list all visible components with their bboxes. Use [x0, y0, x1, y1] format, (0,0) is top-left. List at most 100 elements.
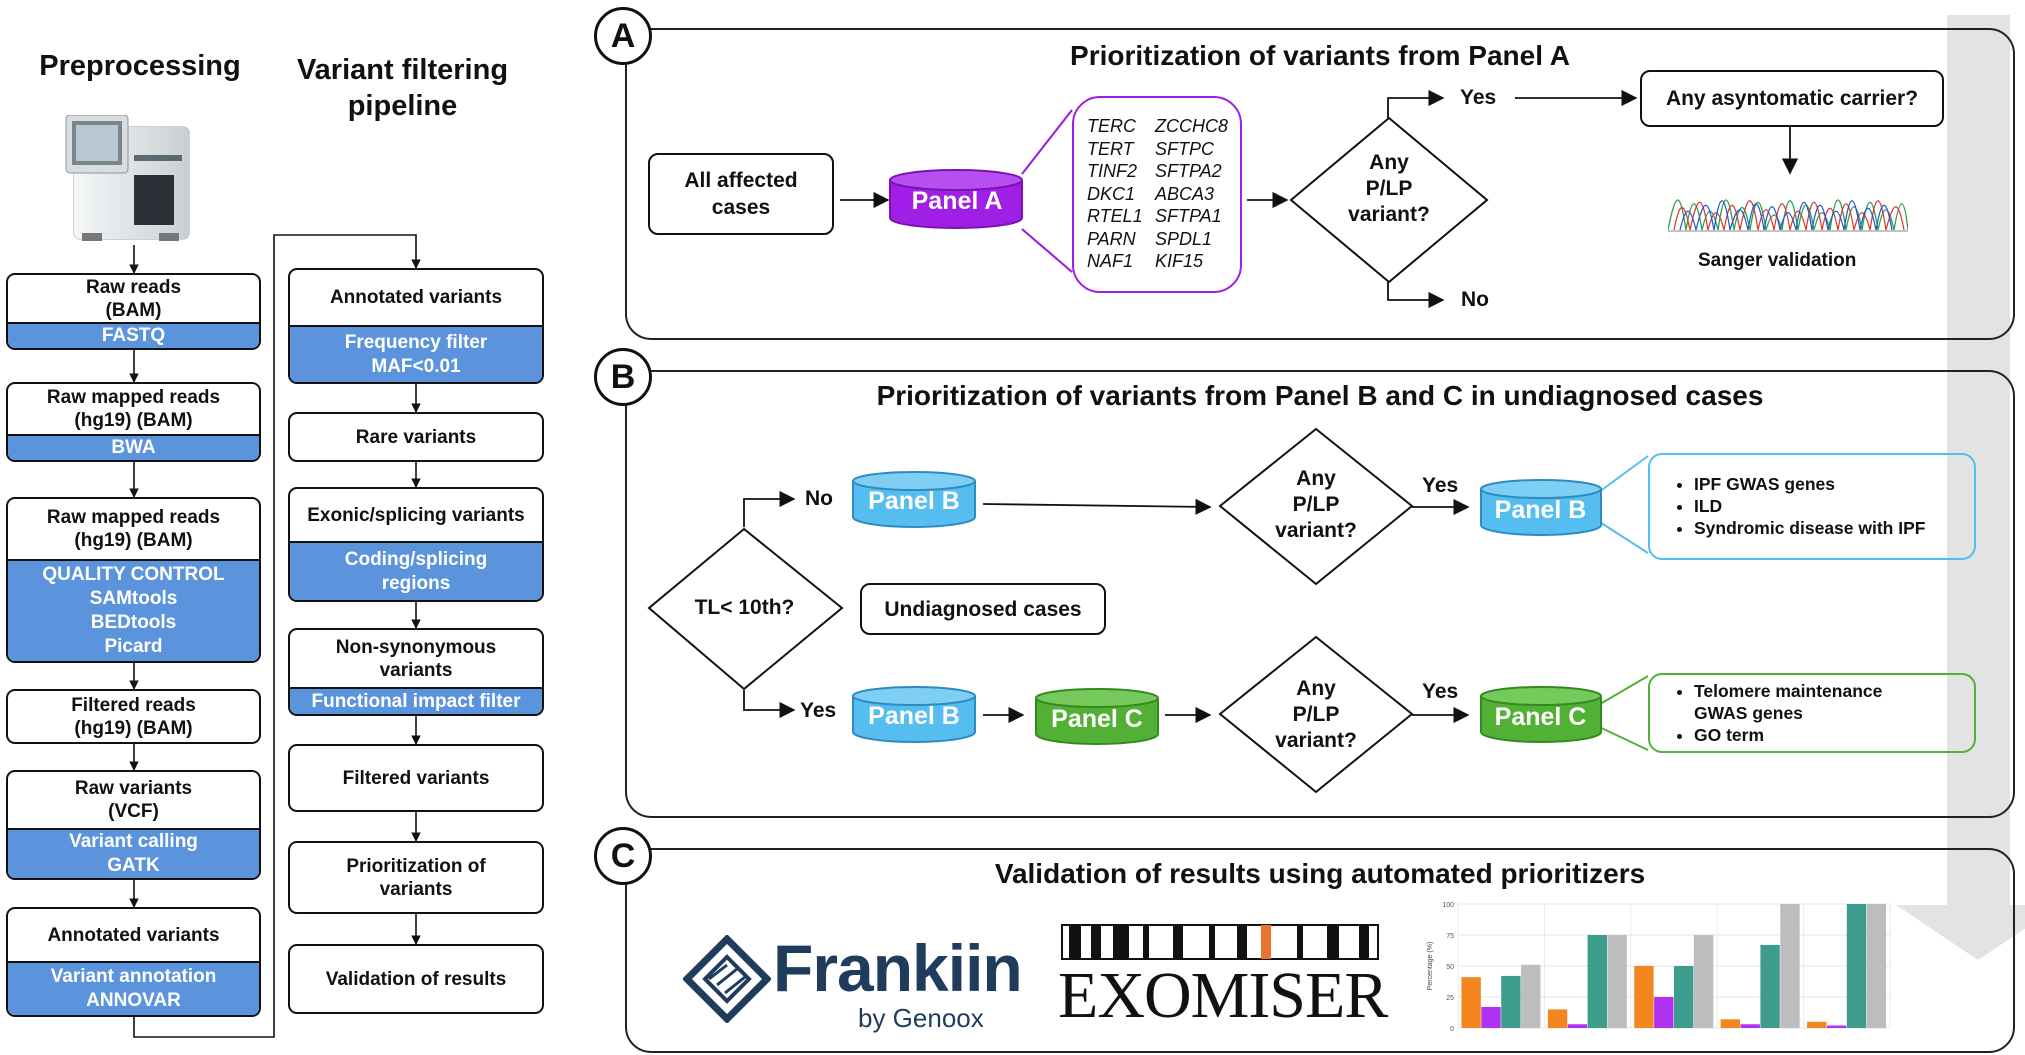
panel-a-letter: A: [594, 7, 652, 65]
chart-bar: [1587, 935, 1607, 1028]
panel-b-decision-diamond-bottom: [1218, 635, 1414, 794]
panel-a-yes-label: Yes: [1460, 86, 1497, 109]
chart-bar: [1720, 1019, 1741, 1028]
franklin-tagline: by Genoox: [858, 1003, 984, 1033]
filter-step-rare-variants: Rare variants: [288, 412, 544, 462]
panel-a-decision-diamond: [1289, 116, 1489, 284]
exomiser-wordmark: EXOMISER: [1058, 959, 1388, 1032]
chart-ylabel: Percentage (%): [1427, 942, 1434, 991]
filter-step-filtered-variants: Filtered variants: [288, 744, 544, 812]
list-item: Telomere maintenance GWAS genes: [1694, 680, 1888, 724]
franklin-logo-icon: [683, 935, 771, 1023]
chart-bar: [1693, 935, 1714, 1028]
panel-b-gene-categories-list: IPF GWAS genes ILD Syndromic disease wit…: [1668, 473, 1968, 539]
chart-bar: [1807, 1021, 1827, 1028]
chart-tick-label: 100: [1442, 902, 1454, 909]
chart-tick-label: 75: [1446, 933, 1454, 940]
panel-a-frame: [625, 28, 2015, 340]
chart-bar: [1634, 966, 1654, 1028]
pre-step-raw-mapped-bwa: Raw mapped reads(hg19) (BAM) BWA: [6, 382, 261, 462]
chart-bar: [1654, 997, 1674, 1028]
panel-b-yes-label: Yes: [800, 699, 837, 722]
pipeline-title-line1: Variant filtering: [296, 54, 509, 86]
panel-c-title: Validation of results using automated pr…: [994, 858, 1646, 889]
list-item: ILD: [1694, 495, 1968, 517]
chart-bar: [1846, 904, 1867, 1028]
panel-c-gene-categories-box: [1648, 673, 1976, 753]
panel-c-cylinder-right: [1480, 686, 1602, 743]
chart-bar: [1826, 1025, 1847, 1028]
chart-bar: [1674, 966, 1694, 1028]
sequencer-icon: [65, 115, 190, 241]
panel-c-cylinder-middle: [1035, 688, 1159, 745]
panel-b-decision-diamond-top: [1218, 427, 1414, 586]
chart-bar: [1760, 944, 1780, 1028]
list-item: Syndromic disease with IPF: [1694, 517, 1968, 539]
panel-b-cylinder-top: [852, 471, 976, 528]
list-item: IPF GWAS genes: [1694, 473, 1968, 495]
chart-bar: [1607, 935, 1627, 1028]
chart-bar: [1501, 975, 1521, 1028]
panel-b-label-bottom: Panel B: [868, 702, 960, 730]
tl-decision-diamond: [647, 527, 844, 691]
panel-a-title: Prioritization of variants from Panel A: [1070, 40, 1570, 71]
tl-decision-text: TL< 10th?: [694, 596, 795, 619]
filter-step-exonic-splicing: Exonic/splicing variants Coding/splicing…: [288, 487, 544, 602]
background-grey-arrow: [1896, 15, 2025, 960]
panel-b-title: Prioritization of variants from Panel B …: [876, 380, 1764, 411]
panel-c-frame: [625, 848, 2015, 1053]
panel-c-letter: C: [594, 827, 652, 885]
panel-b-frame: [625, 370, 2015, 818]
franklin-wordmark: Frankiin: [773, 931, 1023, 1005]
panel-a-cylinder: [889, 169, 1023, 229]
chart-tick-label: 25: [1446, 995, 1454, 1002]
chart-bar: [1866, 904, 1887, 1028]
filter-step-validation: Validation of results: [288, 944, 544, 1014]
panel-b-gene-categories-box: [1648, 453, 1976, 560]
chart-bar: [1567, 1024, 1588, 1028]
panel-b-letter: B: [594, 348, 652, 406]
chart-bar: [1481, 1006, 1501, 1028]
pre-step-quality-control: Raw mapped reads(hg19) (BAM) QUALITY CON…: [6, 497, 261, 663]
panel-a-label: Panel A: [911, 187, 1003, 215]
pre-step-raw-reads: Raw reads(BAM) FASTQ: [6, 273, 261, 350]
pipeline-title-line2: pipeline: [347, 90, 458, 122]
panel-b-yes-bottom-label: Yes: [1422, 680, 1459, 703]
panel-c-gene-categories-list: Telomere maintenance GWAS genes GO term: [1668, 680, 1888, 746]
preprocessing-title: Preprocessing: [39, 50, 241, 82]
panel-a-no-label: No: [1461, 288, 1489, 311]
chart-bar: [1461, 977, 1481, 1028]
exomiser-logo-bar-icon: [1061, 924, 1379, 960]
panel-c-label-middle: Panel C: [1051, 705, 1143, 733]
chart-tick-label: 50: [1446, 964, 1454, 971]
panel-c-label-right: Panel C: [1494, 703, 1587, 731]
panel-b-label-top: Panel B: [868, 487, 960, 515]
sanger-validation-label: Sanger validation: [1698, 250, 1857, 271]
undiagnosed-cases-box: Undiagnosed cases: [860, 583, 1106, 635]
chart-bar: [1521, 964, 1541, 1028]
panel-a-gene-box: [1072, 96, 1242, 293]
panel-b-no-label: No: [805, 487, 833, 510]
pre-step-filtered-reads: Filtered reads(hg19) (BAM): [6, 689, 261, 744]
asymptomatic-carrier-box: Any asyntomatic carrier?: [1640, 70, 1944, 127]
panel-b-cylinder-right: [1480, 479, 1602, 536]
chart-bar: [1780, 904, 1800, 1028]
panel-b-cylinder-bottom: [852, 686, 976, 743]
chart-tick-label: 0: [1450, 1026, 1454, 1033]
chart-bar: [1547, 1009, 1568, 1028]
list-item: GO term: [1694, 724, 1888, 746]
panel-b-label-right: Panel B: [1494, 496, 1587, 524]
